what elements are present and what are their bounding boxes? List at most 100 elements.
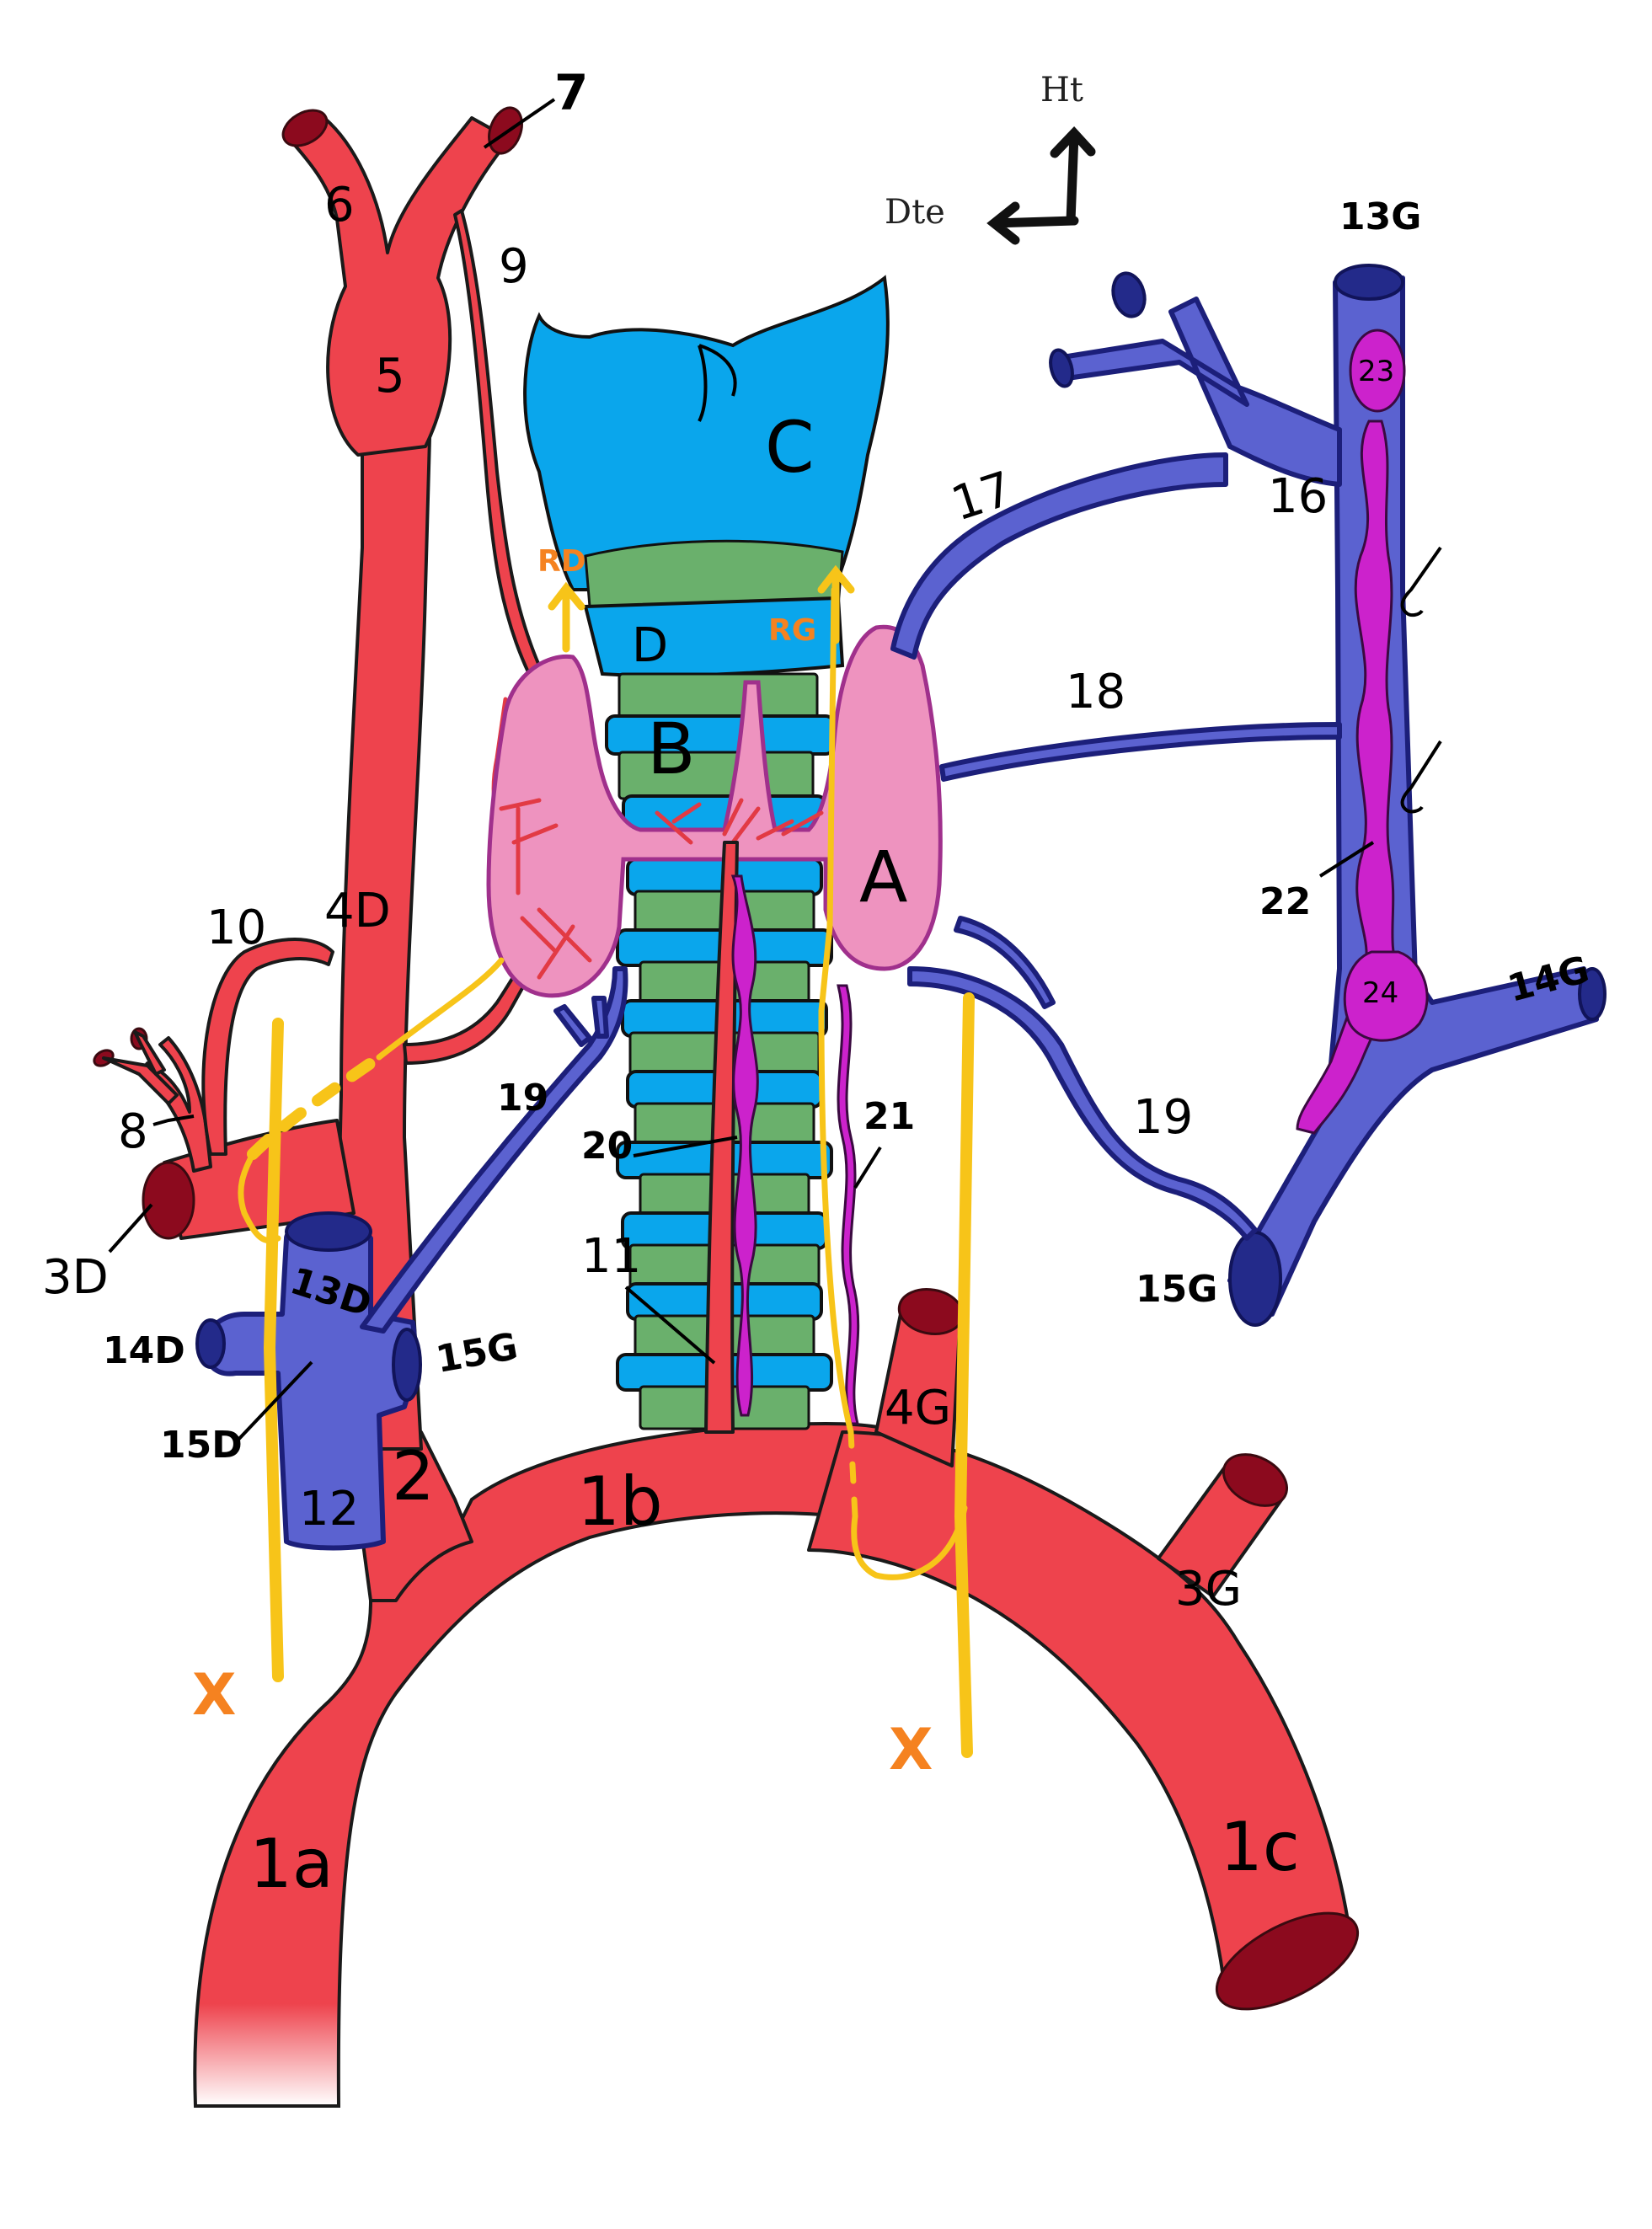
label-22: 22 [1259,880,1311,923]
label-24: 24 [1362,976,1398,1010]
right-recurrent-loop [238,1151,281,1244]
aorta-1c-cut-end [1215,1911,1360,2011]
thyrocervical-branch-b [133,1030,166,1076]
leader-20 [633,1136,738,1157]
label-C: C [765,406,815,489]
inferior-thyroid-vein-19-right [360,966,628,1334]
label-15G-left: 15G [1136,1268,1217,1311]
orientation-side-label: Dte [885,193,945,232]
label-8: 8 [118,1104,148,1159]
left-recurrent-dashed [847,1429,858,1520]
nerves [238,564,975,1758]
label-15G-right: 15G [433,1325,521,1382]
common-facial-vein-16 [1055,297,1342,487]
label-18: 18 [1066,665,1125,719]
right-venous-confluence [195,966,628,1551]
label-21: 21 [863,1095,915,1138]
up-arrow [1050,126,1096,226]
label-2: 2 [392,1437,435,1515]
lymphatic-chain-21 [837,984,860,1425]
leader-3D [108,1203,153,1253]
label-4G: 4G [885,1381,951,1435]
left-venous-tree [890,264,1607,1327]
inferior-thyroid-vein-19-left [907,966,1258,1241]
leader-8 [152,1114,195,1126]
label-3D: 3D [42,1250,109,1305]
label-20: 20 [581,1125,633,1168]
labels: A B C D RD RG X X 1a 1b 1c 2 3D 3G 4D 4G… [42,64,1594,1903]
label-15D: 15D [160,1424,243,1467]
rd-arrow [548,581,585,653]
thyroid-cartilage-C [523,275,890,591]
external-carotid-7-cut-end [488,106,523,155]
lymphatic-dilation-23 [1349,329,1406,413]
right-arrow [986,201,1079,245]
facial-vein-cut-1 [1111,271,1147,318]
leader-lines [108,98,1375,1444]
label-19-right: 19 [497,1077,548,1120]
right-recurrent-dashed [247,1051,385,1160]
label-16: 16 [1268,469,1328,524]
label-A: A [859,836,907,918]
left-subclavian-3G-cut-end [1222,1453,1289,1507]
label-4D: 4D [324,884,391,938]
label-13G: 13G [1339,195,1421,238]
internal-jugular-13G-cut [1334,264,1404,301]
label-B: B [647,708,696,790]
left-recurrent-nerve-RG [818,586,854,1435]
label-1c: 1c [1220,1808,1300,1886]
label-X-right: X [192,1662,236,1729]
leader-11 [624,1286,716,1365]
vagus-nerve-right [263,1018,284,1682]
label-23: 23 [1358,355,1394,388]
label-D: D [632,618,668,673]
right-recurrent-nerve-RD [376,957,505,1061]
vagus-nerve-left [954,992,975,1758]
label-9: 9 [499,239,529,294]
superior-thyroid-vein-17 [890,452,1228,660]
leader-15D [234,1360,313,1444]
label-1a: 1a [249,1825,334,1903]
rg-arrow [817,564,855,644]
tracheal-cartilage-ring [605,714,836,756]
inferior-thyroid-artery-10 [201,938,334,1156]
facial-vein-cut-2 [1049,348,1074,388]
cisterna-dilation-24 [1343,950,1429,1042]
inferior-thyroid-vein-19-right-branches [553,996,609,1047]
label-7: 7 [554,64,588,121]
lymphatic-chain-20 [730,874,759,1417]
internal-jugular-13D-cut [285,1211,372,1252]
right-arterial-tree [93,106,651,1602]
label-12: 12 [299,1482,359,1537]
label-11: 11 [581,1229,641,1284]
middle-thyroid-vein-18 [939,722,1342,782]
orientation-indicator: Ht Dte [885,71,1096,245]
label-5: 5 [375,349,405,404]
subclavian-vein-14G-cut [1578,967,1607,1021]
left-brachiocephalic-15G-cut-end [1228,1231,1282,1327]
label-6: 6 [324,178,355,233]
leader-21 [853,1146,882,1189]
internal-jugular-13G [1227,275,1599,1317]
label-1b: 1b [577,1462,663,1541]
leader-7 [483,98,556,149]
orientation-up-label: Ht [1040,71,1083,110]
carotid-bifurcation-5 [285,116,511,457]
valve-hook-upper [1400,546,1442,617]
subclavian-vein-14D-cut [195,1318,226,1369]
thyroid-internal-vessels [499,798,824,980]
label-3G: 3G [1175,1562,1242,1617]
leader-22 [1318,841,1375,878]
left-arterial-tree [874,1288,1289,1598]
label-14D: 14D [103,1329,185,1372]
thyrocervical-branch-a [102,1056,179,1105]
label-X-left: X [889,1717,933,1783]
thyroid-cartilage-notch [698,344,737,422]
label-19-left: 19 [1133,1090,1193,1145]
valve-hook-lower [1400,740,1442,814]
label-RD: RD [537,544,586,579]
inferior-thyroid-vein-19-left-b [954,916,1056,1009]
right-subclavian-3D-cut-end [142,1161,195,1240]
left-brachiocephalic-15G-cut [392,1328,422,1402]
